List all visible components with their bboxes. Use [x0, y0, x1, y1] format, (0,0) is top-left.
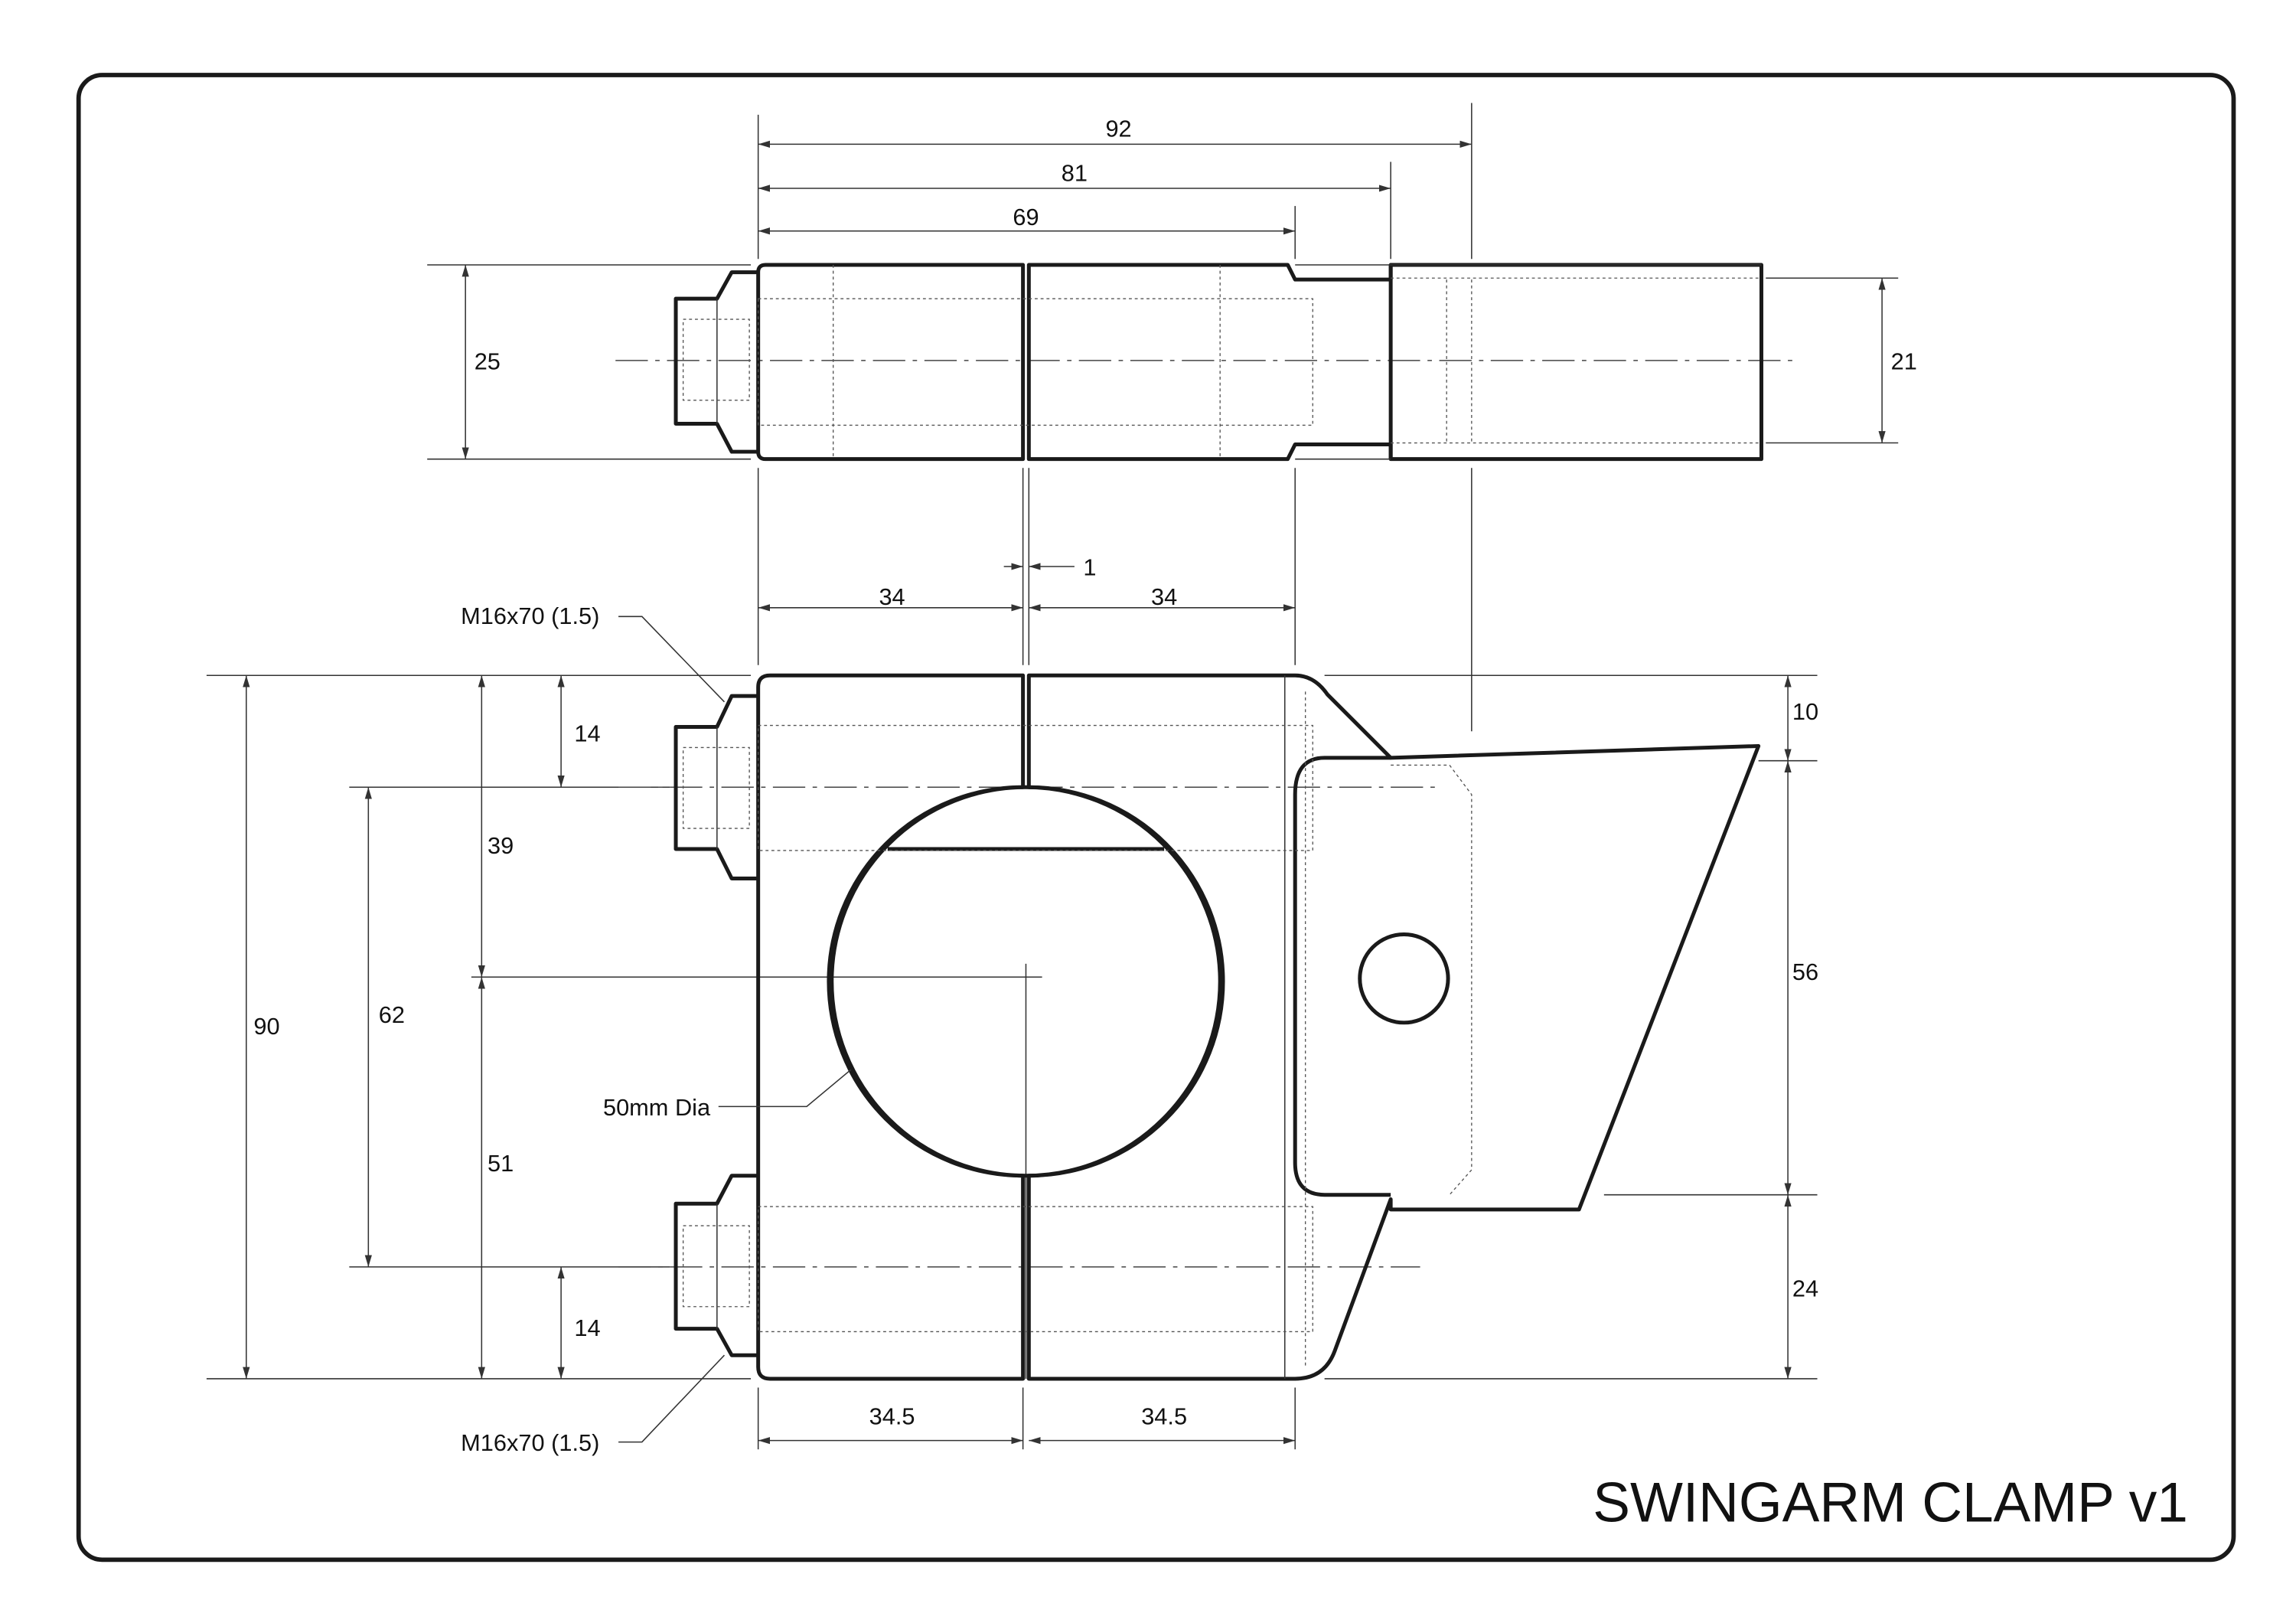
- dim-92: 92: [1105, 116, 1131, 142]
- bolt-head-bottom: [673, 1174, 758, 1357]
- drawing-title: SWINGARM CLAMP v1: [1593, 1471, 2188, 1533]
- dim-14-top: 14: [574, 720, 600, 747]
- bolt-head-top: [673, 694, 758, 880]
- bolt-head-top-view: [673, 270, 758, 454]
- dim-34-left: 34: [879, 583, 905, 610]
- dimension-lines: [243, 140, 1886, 1445]
- dim-51: 51: [488, 1150, 514, 1177]
- mount-hole: [1358, 932, 1450, 1025]
- dim-25: 25: [475, 348, 501, 374]
- clamp-left-half-top-view: [756, 263, 1026, 462]
- dim-1: 1: [1083, 554, 1096, 581]
- callout-bolt-top: M16x70 (1.5): [461, 603, 599, 629]
- mount-bracket: [1293, 756, 1391, 1197]
- top-view: [615, 263, 1795, 462]
- dim-56: 56: [1792, 958, 1818, 985]
- dimension-labels: 92 81 69 25 21 1 34 34 34.5 34.5 90 62 3…: [253, 116, 1916, 1456]
- callout-bolt-bottom: M16x70 (1.5): [461, 1429, 599, 1456]
- bore-50mm: [830, 785, 1222, 1178]
- clamp-right-half-top-view: [1026, 263, 1763, 462]
- dim-39: 39: [488, 832, 514, 859]
- dim-14-bottom: 14: [574, 1314, 600, 1341]
- clamp-left-half: [756, 673, 1026, 1381]
- dim-24: 24: [1792, 1275, 1818, 1301]
- dim-21: 21: [1891, 348, 1917, 374]
- dim-62: 62: [379, 1001, 405, 1028]
- dim-34-5-left: 34.5: [869, 1403, 915, 1430]
- drawing-frame: [76, 73, 2236, 1563]
- callout-bore: 50mm Dia: [603, 1094, 711, 1121]
- dim-90: 90: [253, 1013, 279, 1040]
- clamp-right-half: [1026, 673, 1761, 1381]
- extension-lines: [206, 103, 1899, 1450]
- dim-10: 10: [1792, 698, 1818, 725]
- dim-34-right: 34: [1151, 583, 1177, 610]
- dim-34-5-right: 34.5: [1141, 1403, 1187, 1430]
- dim-81: 81: [1062, 159, 1088, 186]
- dim-69: 69: [1013, 204, 1039, 230]
- front-view: [618, 673, 1761, 1381]
